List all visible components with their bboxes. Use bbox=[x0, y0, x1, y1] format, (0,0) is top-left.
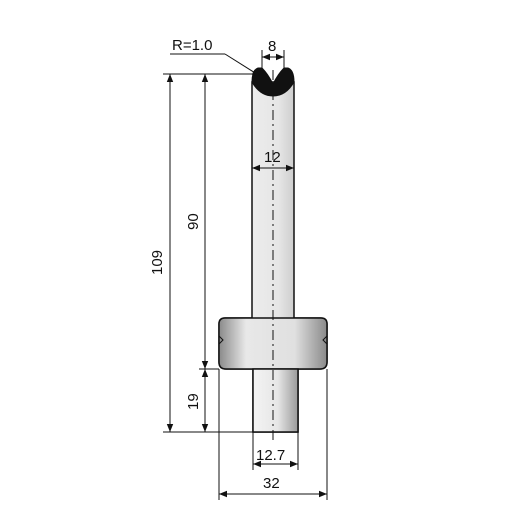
overall-height-label: 109 bbox=[149, 250, 166, 275]
tip-width-label: 8 bbox=[268, 38, 276, 55]
shoulder-notch bbox=[218, 335, 224, 345]
radius-label: R=1.0 bbox=[172, 37, 212, 54]
radius-leader bbox=[224, 53, 261, 77]
upper-height-label: 90 bbox=[185, 213, 202, 230]
shoulder-notch-right bbox=[322, 335, 328, 345]
tang-width-label: 12.7 bbox=[256, 447, 285, 464]
shoulder-width-label: 32 bbox=[263, 475, 280, 492]
tang bbox=[252, 368, 299, 433]
shoulder-block bbox=[218, 317, 328, 370]
tang-height-label: 19 bbox=[185, 393, 202, 410]
shank-width-label: 12 bbox=[264, 149, 281, 166]
